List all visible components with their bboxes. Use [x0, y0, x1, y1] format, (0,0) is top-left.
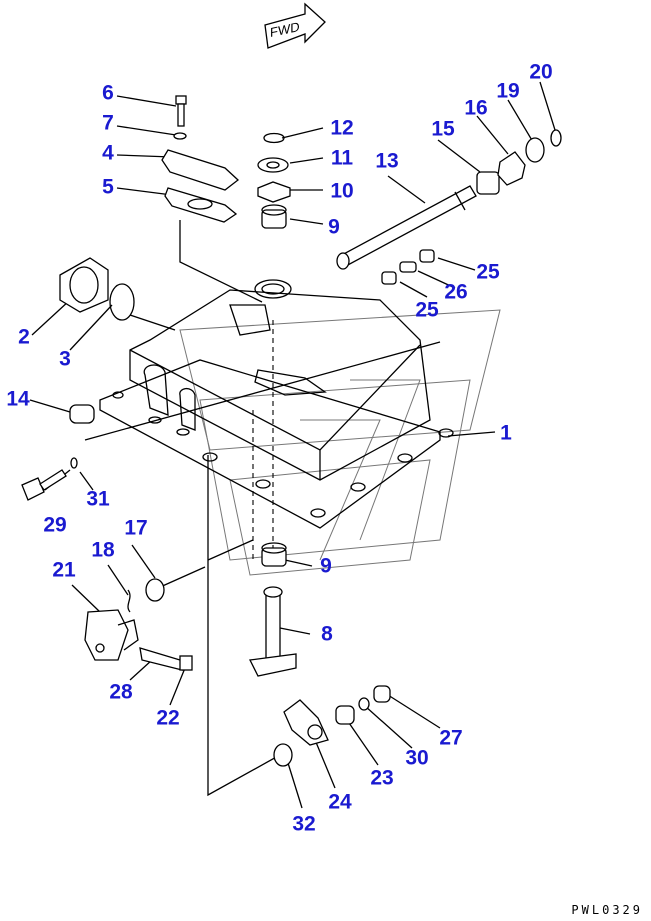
callout-22: 22 [156, 706, 180, 730]
callout-28: 28 [109, 680, 133, 704]
callout-25-left: 25 [415, 298, 439, 322]
leader-lines [29, 81, 556, 809]
callout-1: 1 [500, 421, 512, 445]
callout-5: 5 [102, 175, 114, 199]
callout-21: 21 [52, 558, 76, 582]
callout-17: 17 [124, 516, 148, 540]
callout-7: 7 [102, 111, 114, 135]
callout-11: 11 [330, 146, 354, 170]
watermark-logo [179, 309, 501, 576]
callout-24: 24 [328, 790, 352, 814]
small-parts [21, 95, 562, 767]
callout-23: 23 [370, 766, 394, 790]
callout-16: 16 [464, 96, 488, 120]
callout-9-upper: 9 [328, 215, 340, 239]
drawing-code: PWL0329 [571, 903, 643, 917]
callout-4: 4 [102, 141, 114, 165]
callout-20: 20 [529, 60, 553, 84]
callout-25-right: 25 [476, 260, 500, 284]
callout-12: 12 [330, 116, 354, 140]
callout-19: 19 [496, 79, 520, 103]
callout-9-lower: 9 [320, 554, 332, 578]
callout-6: 6 [102, 81, 114, 105]
callout-2: 2 [18, 325, 30, 349]
callout-31: 31 [86, 487, 110, 511]
callout-10: 10 [330, 179, 354, 203]
callout-29: 29 [43, 513, 67, 537]
assembly-centerline [252, 320, 274, 560]
callout-14: 14 [6, 387, 30, 411]
callout-15: 15 [431, 117, 455, 141]
callout-3: 3 [59, 347, 71, 371]
housing-case [99, 279, 454, 529]
callout-32: 32 [292, 812, 316, 836]
callout-18: 18 [91, 538, 115, 562]
callout-30: 30 [405, 746, 429, 770]
callout-8: 8 [321, 622, 333, 646]
fwd-arrow [264, 2, 326, 49]
callout-26: 26 [444, 280, 468, 304]
callout-13: 13 [375, 149, 399, 173]
callout-27: 27 [439, 726, 463, 750]
